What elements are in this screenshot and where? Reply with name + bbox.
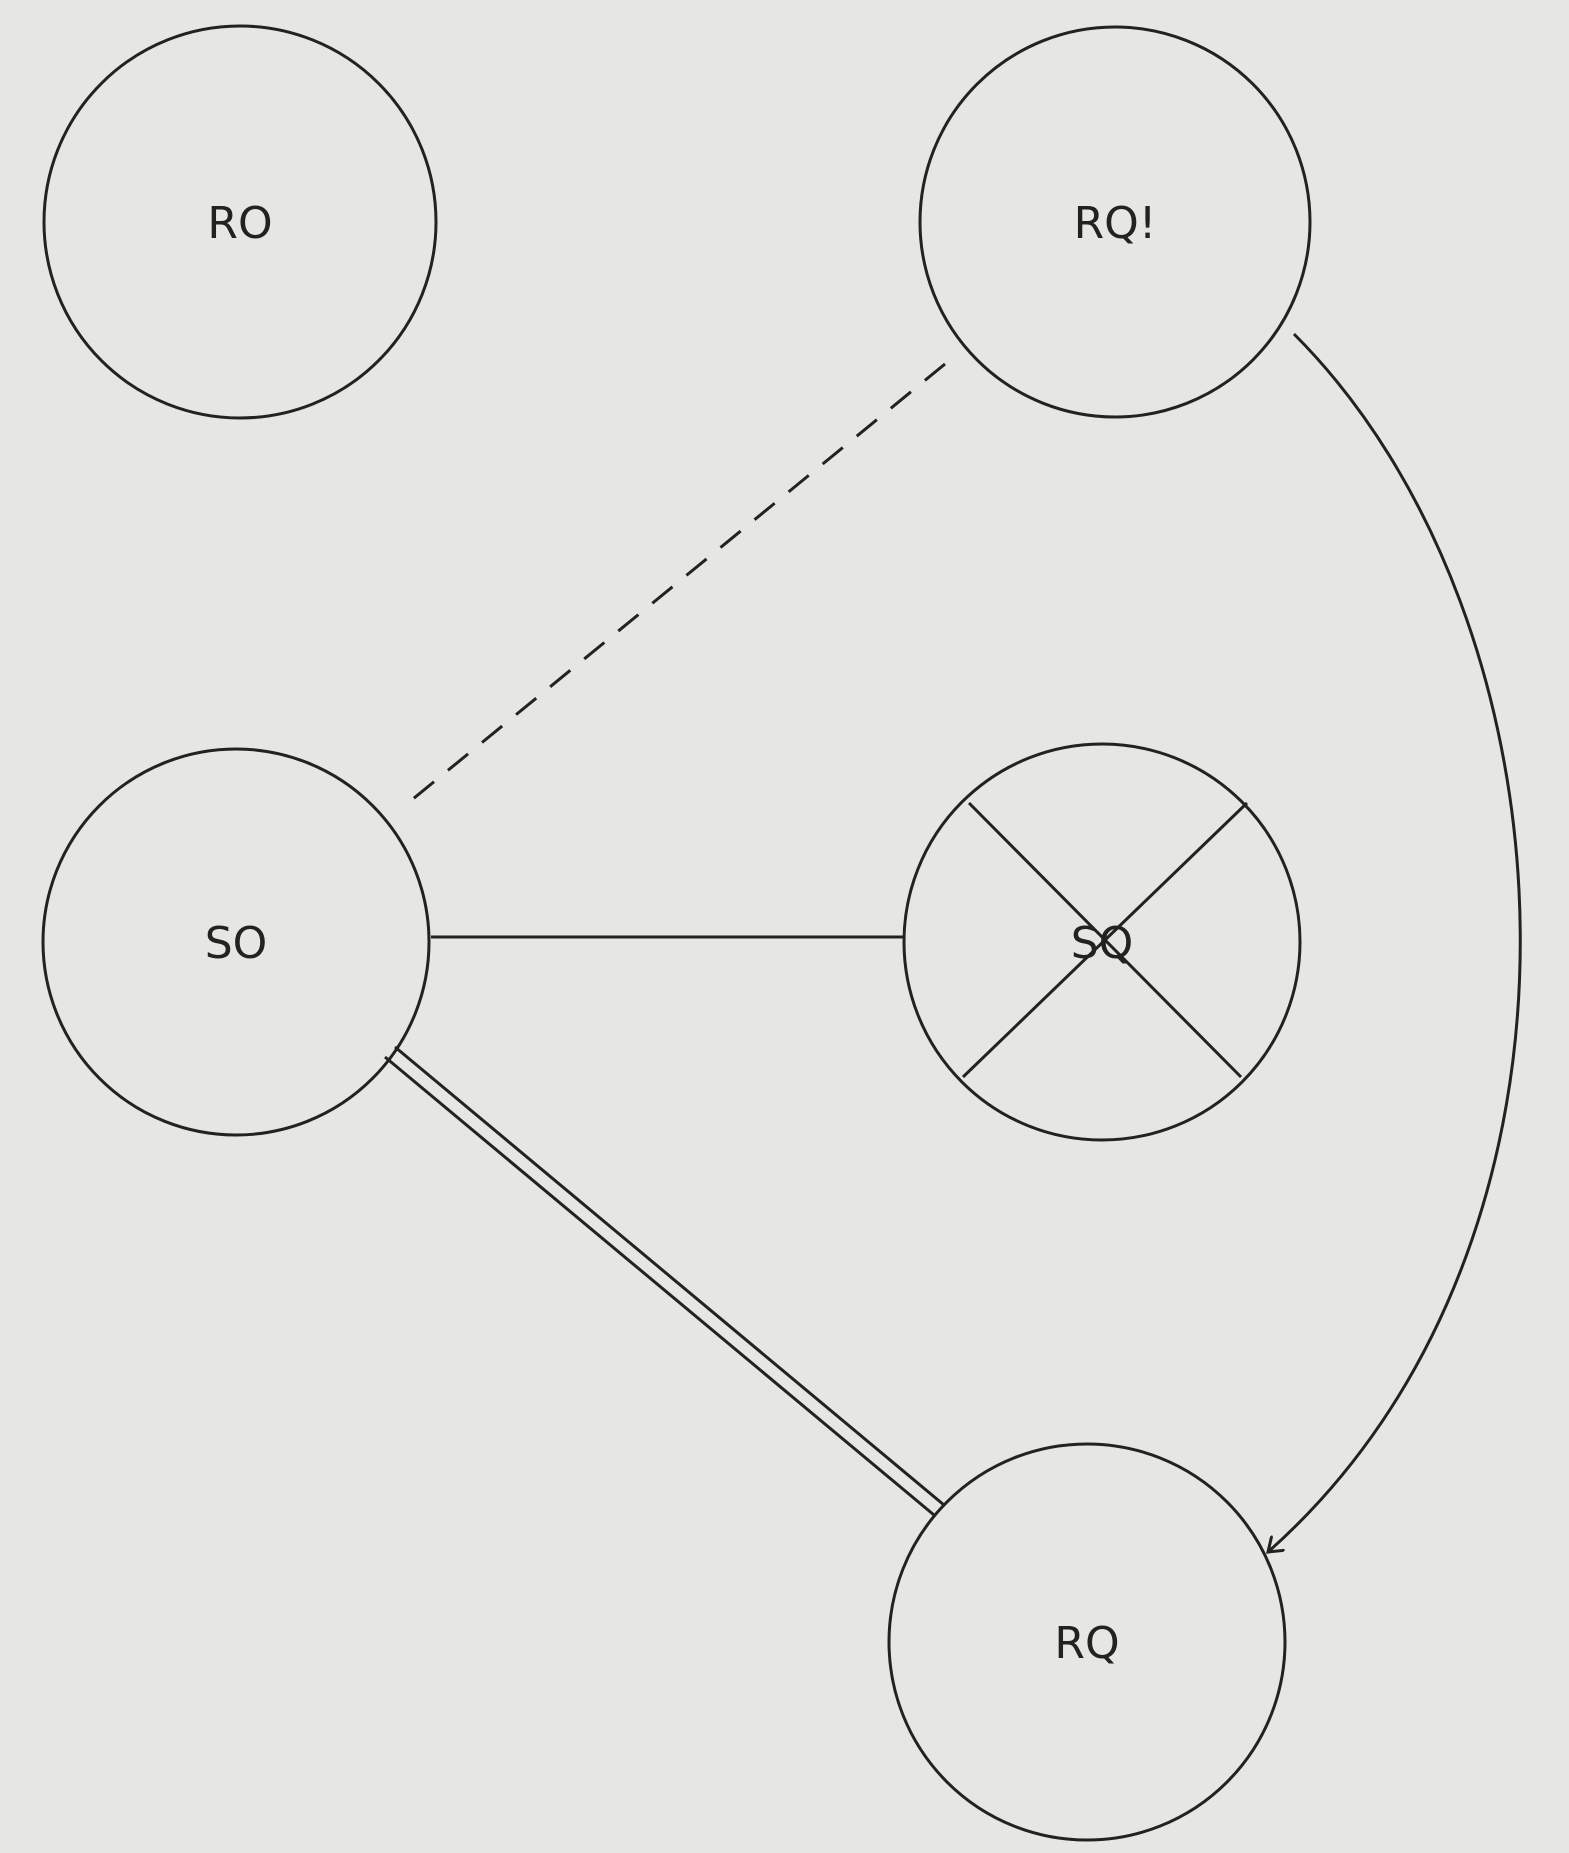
edge-rqbang-so-dashed: [407, 362, 946, 805]
node-ro: [42, 24, 438, 420]
node-sq: [902, 742, 1302, 1142]
edge-so-rq-double: [384, 1045, 945, 1517]
node-rq-bang-label: RQ!: [1074, 198, 1157, 249]
node-rq-bang: [918, 25, 1312, 419]
sq-cross-mark: [961, 801, 1249, 1079]
node-sq-label: SQ: [1071, 918, 1134, 969]
node-so: [41, 747, 431, 1137]
edge-rqbang-rq-arrow: [1268, 332, 1522, 1552]
node-ro-label: RO: [207, 198, 272, 249]
node-so-label: SO: [205, 918, 268, 969]
node-rq: [887, 1442, 1287, 1842]
node-rq-label: RQ: [1054, 1618, 1119, 1669]
